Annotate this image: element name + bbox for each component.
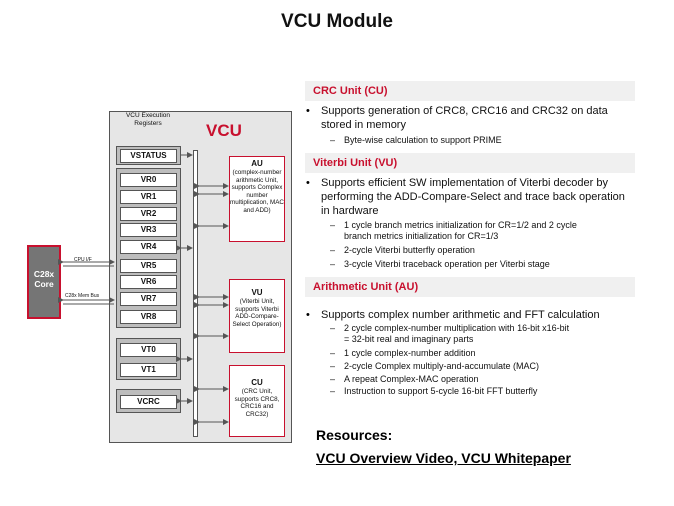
unit-cu: CU (CRC Unit, supports CRC8, CRC16 and C… (229, 365, 285, 437)
register-vr5: VR5 (120, 259, 177, 273)
arith-sub-2: –2-cycle Complex multiply-and-accumulate… (330, 361, 540, 371)
register-vt1: VT1 (120, 363, 177, 377)
registers-caption: VCU Execution Registers (125, 112, 171, 127)
register-vr8: VR8 (120, 310, 177, 324)
unit-cu-name: CU (251, 378, 263, 387)
unit-au-desc: (complex-number arithmetic Unit, support… (230, 169, 284, 214)
viterbi-section-header: Viterbi Unit (VU) (305, 153, 635, 173)
resources-links[interactable]: VCU Overview Video, VCU Whitepaper (316, 450, 571, 466)
viterbi-sub-2: –3-cycle Viterbi traceback operation per… (330, 259, 550, 269)
arith-sub-4: –Instruction to support 5-cycle 16-bit F… (330, 386, 538, 396)
resources-title: Resources: (316, 427, 393, 443)
arith-sub-3: –A repeat Complex-MAC operation (330, 374, 479, 384)
arith-sub-1: –1 cycle complex-number addition (330, 348, 476, 358)
arith-sub-0: –2 cycle complex-number multiplication w… (330, 323, 570, 344)
crc-bullet: Supports generation of CRC8, CRC16 and C… (321, 105, 608, 131)
vcu-label: VCU (206, 121, 242, 140)
register-vr0: VR0 (120, 173, 177, 187)
viterbi-sub-0: –1 cycle branch metrics initialization f… (330, 220, 577, 241)
viterbi-sub-1: –2-cycle Viterbi butterfly operation (330, 245, 475, 255)
viterbi-bullet: Supports efficient SW implementation of … (321, 177, 625, 217)
crc-section-header: CRC Unit (CU) (305, 81, 635, 101)
register-vr3: VR3 (120, 223, 177, 237)
crc-bullet-dot: • (306, 105, 310, 117)
internal-bus (193, 150, 198, 437)
unit-au: AU (complex-number arithmetic Unit, supp… (229, 156, 285, 242)
slide-title: VCU Module (281, 11, 393, 32)
unit-au-name: AU (251, 159, 263, 168)
crc-sub-0: –Byte-wise calculation to support PRIME (330, 135, 502, 145)
unit-cu-desc: (CRC Unit, supports CRC8, CRC16 and CRC3… (234, 388, 280, 418)
register-vstatus: VSTATUS (120, 149, 177, 163)
unit-vu: VU (Viterbi Unit, supports Viterbi ADD-C… (229, 279, 285, 353)
arith-bullet-dot: • (306, 309, 310, 321)
register-vr6: VR6 (120, 275, 177, 289)
arith-section-header: Arithmetic Unit (AU) (305, 277, 635, 297)
arith-bullet: Supports complex number arithmetic and F… (321, 309, 600, 321)
register-vr1: VR1 (120, 190, 177, 204)
unit-vu-name: VU (251, 288, 263, 297)
register-vr2: VR2 (120, 207, 177, 221)
register-vt0: VT0 (120, 343, 177, 357)
unit-vu-desc: (Viterbi Unit, supports Viterbi ADD-Comp… (232, 298, 282, 328)
viterbi-bullet-dot: • (306, 177, 310, 189)
mem-bus-label: C28x Mem Bus (65, 293, 100, 299)
c28x-core: C28x Core (27, 245, 61, 319)
register-vr7: VR7 (120, 292, 177, 306)
